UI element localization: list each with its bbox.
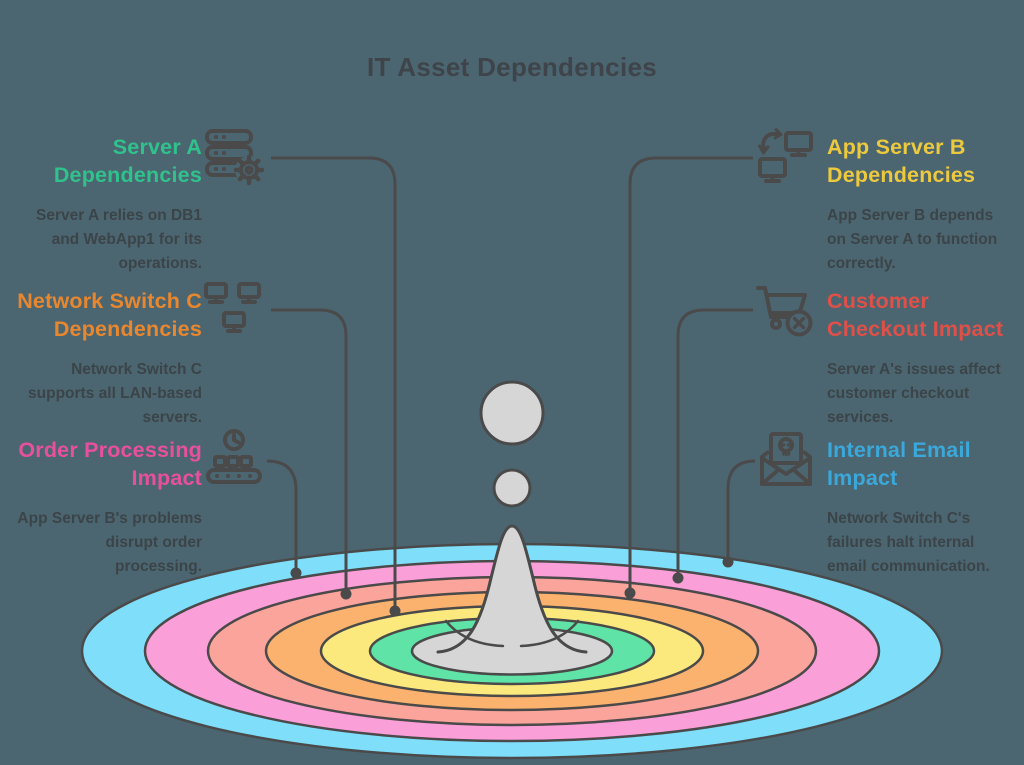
card-customer-checkout-impact: Customer Checkout Impact Server A's issu…	[827, 287, 1024, 430]
body-network-switch-c: Network Switch C supports all LAN-based …	[5, 358, 202, 430]
heading-network-switch-c: Network Switch C Dependencies	[5, 287, 202, 343]
body-line: on Server A to function	[827, 231, 998, 248]
connector-app-server-b	[628, 156, 753, 593]
heading-line: Dependencies	[827, 163, 976, 187]
heading-line: Order Processing	[18, 438, 202, 462]
splash-base-curl-right	[519, 619, 580, 648]
cart-x-icon	[754, 281, 818, 345]
heading-line: Dependencies	[53, 163, 202, 187]
water-droplet-small	[492, 468, 532, 508]
heading-app-server-b: App Server B Dependencies	[827, 133, 1024, 189]
connector-dot-app-server-b	[624, 587, 636, 599]
heading-customer-checkout: Customer Checkout Impact	[827, 287, 1024, 343]
body-line: correctly.	[827, 255, 896, 272]
body-line: Network Switch C	[71, 361, 202, 378]
heading-line: Customer	[827, 289, 929, 313]
heading-line: Server A	[112, 135, 202, 159]
body-line: processing.	[115, 558, 202, 575]
connector-dot-network-switch-c	[340, 588, 352, 600]
card-server-a-dependencies: Server A Dependencies Server A relies on…	[5, 133, 202, 276]
server-gear-icon	[202, 124, 266, 188]
body-line: and WebApp1 for its	[51, 231, 202, 248]
body-line: customer checkout	[827, 385, 970, 402]
heading-internal-email: Internal Email Impact	[827, 436, 1024, 492]
body-app-server-b: App Server B depends on Server A to func…	[827, 204, 1024, 276]
page-title: IT Asset Dependencies	[367, 52, 657, 82]
connector-dot-customer-checkout	[672, 572, 684, 584]
connector-dot-order-processing	[290, 567, 302, 579]
connector-network-switch-c	[271, 308, 348, 594]
body-line: App Server B depends	[827, 207, 994, 224]
connector-dot-internal-email	[722, 556, 734, 568]
splash-column-outline	[436, 524, 588, 654]
body-order-processing: App Server B's problems disrupt order pr…	[5, 507, 202, 579]
clock-conveyor-icon	[202, 428, 266, 492]
heading-order-processing: Order Processing Impact	[5, 436, 202, 492]
body-line: supports all LAN-based	[28, 385, 202, 402]
water-droplet-large	[479, 380, 545, 446]
email-alert-icon	[754, 429, 818, 493]
body-line: Network Switch C's	[827, 510, 971, 527]
body-line: operations.	[118, 255, 202, 272]
connector-customer-checkout	[676, 308, 753, 578]
body-line: servers.	[142, 409, 202, 426]
body-line: services.	[827, 409, 894, 426]
body-line: App Server B's problems	[17, 510, 202, 527]
body-line: failures halt internal	[827, 534, 975, 551]
splash-base-curl-left	[444, 619, 505, 648]
body-line: Server A relies on DB1	[36, 207, 202, 224]
heading-line: Impact	[131, 466, 202, 490]
card-order-processing-impact: Order Processing Impact App Server B's p…	[5, 436, 202, 579]
card-network-switch-c-dependencies: Network Switch C Dependencies Network Sw…	[5, 287, 202, 430]
heading-line: Network Switch C	[17, 289, 202, 313]
heading-line: Dependencies	[53, 317, 202, 341]
body-customer-checkout: Server A's issues affect customer checko…	[827, 358, 1024, 430]
connector-internal-email	[726, 459, 756, 562]
sync-monitors-icon	[754, 127, 818, 191]
heading-server-a-dependencies: Server A Dependencies	[5, 133, 202, 189]
splash-column-fill	[438, 526, 586, 666]
connector-server-a	[271, 156, 397, 611]
heading-line: Impact	[827, 466, 898, 490]
network-monitors-icon	[202, 279, 266, 343]
heading-line: Checkout Impact	[827, 317, 1004, 341]
body-line: email communication.	[827, 558, 990, 575]
connector-order-processing	[266, 459, 298, 573]
body-server-a-dependencies: Server A relies on DB1 and WebApp1 for i…	[5, 204, 202, 276]
body-line: disrupt order	[105, 534, 202, 551]
card-app-server-b-dependencies: App Server B Dependencies App Server B d…	[827, 133, 1024, 276]
card-internal-email-impact: Internal Email Impact Network Switch C's…	[827, 436, 1024, 579]
body-line: Server A's issues affect	[827, 361, 1001, 378]
connector-dot-server-a	[389, 605, 401, 617]
body-internal-email: Network Switch C's failures halt interna…	[827, 507, 1024, 579]
heading-line: Internal Email	[827, 438, 971, 462]
heading-line: App Server B	[827, 135, 966, 159]
